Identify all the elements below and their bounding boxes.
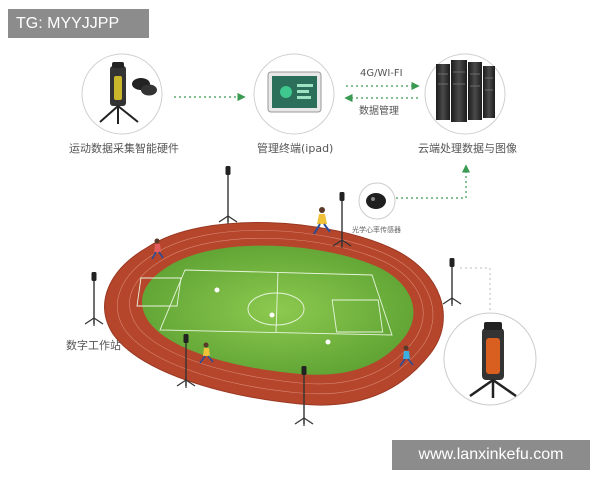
tripod-icon	[442, 258, 462, 306]
runner-icon	[151, 238, 164, 260]
heart-rate-sensor-node	[358, 182, 396, 220]
terminal-node	[253, 53, 335, 135]
sensor-label: 光学心率传感器	[352, 226, 401, 234]
tripod-icon	[176, 334, 196, 388]
runner-icon	[399, 345, 414, 367]
field-markings	[136, 269, 393, 336]
server-rack-icon	[436, 60, 495, 122]
station-zoom-line	[460, 267, 491, 312]
protocol-label: 4G/WI-FI	[360, 68, 403, 79]
cloud-label: 云端处理数据与图像	[418, 142, 517, 155]
watermark-site: www.lanxinkefu.com	[392, 440, 590, 470]
football-field	[142, 245, 414, 375]
hardware-label: 运动数据采集智能硬件	[69, 142, 179, 155]
cloud-node	[424, 53, 506, 135]
tripod-device-icon	[99, 62, 157, 124]
hardware-node	[81, 53, 163, 135]
station-label: 数字工作站	[66, 339, 121, 352]
watermark-tag: TG: MYYJJPP	[8, 9, 149, 38]
tripod-icon	[332, 192, 352, 248]
workstations	[84, 166, 462, 426]
tripod-icon	[294, 366, 314, 426]
tablet-icon	[267, 71, 322, 113]
tripod-icon	[84, 272, 104, 326]
sensor-to-cloud-arrow	[396, 164, 471, 199]
terminal-label: 管理终端(ipad)	[257, 142, 334, 155]
tripod-icon	[218, 166, 238, 224]
sensor-icon	[366, 193, 386, 209]
runner-icon	[313, 207, 331, 235]
station-zoom-node	[443, 312, 537, 406]
camera-station-icon	[469, 322, 517, 398]
runner-icon	[199, 342, 214, 364]
management-label: 数据管理	[359, 106, 399, 117]
